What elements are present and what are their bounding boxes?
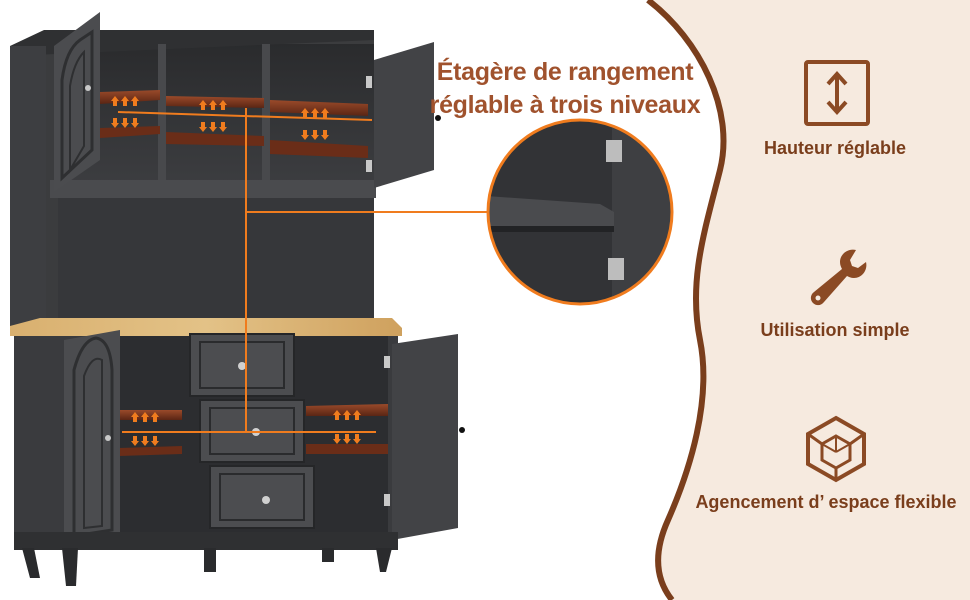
up-down-arrows-icon bbox=[301, 108, 329, 140]
door-knob bbox=[459, 427, 465, 433]
feature-icon-slot bbox=[685, 60, 970, 122]
adjustable-shelf bbox=[118, 446, 182, 456]
base-skirt bbox=[14, 532, 398, 550]
feature-label: Utilisation simple bbox=[760, 320, 910, 340]
lower-right-door bbox=[392, 334, 458, 540]
feature-adjustable-height: Hauteur réglable bbox=[685, 60, 970, 159]
drawer-panel bbox=[219, 473, 305, 521]
hutch-shelf bbox=[50, 180, 376, 198]
door-hinge bbox=[384, 356, 390, 368]
drawer-knob bbox=[262, 496, 270, 504]
arrows-vertical-icon bbox=[804, 60, 870, 126]
door-lock bbox=[105, 435, 111, 441]
hutch-divider bbox=[262, 44, 270, 186]
door-arch bbox=[72, 336, 114, 538]
cabinet-leg bbox=[62, 548, 78, 586]
up-down-arrows-icon bbox=[199, 100, 227, 132]
up-down-arrows-icon bbox=[333, 410, 361, 444]
door-arch bbox=[69, 49, 85, 174]
adjustable-shelf bbox=[270, 100, 368, 116]
feature-label: Agencement d’ espace flexible bbox=[695, 492, 957, 512]
wood-countertop bbox=[10, 318, 402, 336]
cabinet-leg bbox=[204, 548, 216, 572]
zoom-detail bbox=[486, 118, 674, 306]
headline: Étagère de rangement réglable à trois ni… bbox=[420, 56, 710, 122]
headline-line-2: réglable à trois niveaux bbox=[429, 91, 701, 119]
drawer-panel bbox=[199, 341, 285, 389]
cube-icon bbox=[806, 415, 866, 483]
drawer-knob bbox=[238, 362, 246, 370]
door-arch bbox=[60, 29, 94, 182]
drawer bbox=[209, 465, 315, 529]
hutch-top bbox=[10, 30, 374, 56]
callout-lines bbox=[117, 108, 492, 433]
adjust-arrows bbox=[111, 96, 361, 446]
background-curve bbox=[648, 0, 970, 600]
up-down-arrows-icon bbox=[131, 412, 159, 446]
hutch-divider bbox=[158, 44, 166, 186]
background-curve-border bbox=[646, 0, 727, 600]
feature-flexible-space: Agencement d’ espace flexible bbox=[676, 416, 970, 513]
door-knob bbox=[435, 115, 441, 121]
cabinet-leg bbox=[22, 548, 40, 578]
hutch-open-area bbox=[58, 198, 374, 320]
wrench-icon bbox=[810, 249, 867, 306]
adjustable-shelf bbox=[166, 96, 264, 108]
hutch-side bbox=[10, 46, 46, 326]
up-down-arrows-icon bbox=[111, 96, 139, 128]
cabinet-leg bbox=[322, 548, 334, 562]
feature-label: Hauteur réglable bbox=[763, 138, 907, 158]
adjustable-shelf bbox=[166, 132, 264, 146]
headline-line-1: Étagère de rangement bbox=[436, 58, 694, 86]
cabinet bbox=[10, 12, 465, 586]
door-hinge bbox=[366, 76, 372, 88]
upper-right-door bbox=[374, 42, 434, 188]
door-hinge bbox=[366, 160, 372, 172]
door-arch bbox=[83, 357, 103, 530]
lower-left-door bbox=[64, 330, 120, 548]
door-hinge bbox=[384, 494, 390, 506]
upper-left-door bbox=[54, 12, 100, 192]
feature-icon-slot bbox=[685, 246, 970, 306]
feature-icon-slot bbox=[676, 416, 970, 480]
adjustable-shelf bbox=[306, 444, 388, 454]
cabinet-leg bbox=[376, 548, 392, 572]
feature-easy-use: Utilisation simple bbox=[685, 246, 970, 341]
adjustable-shelf bbox=[270, 140, 368, 158]
door-lock bbox=[85, 85, 91, 91]
adjustable-shelf bbox=[100, 126, 160, 138]
